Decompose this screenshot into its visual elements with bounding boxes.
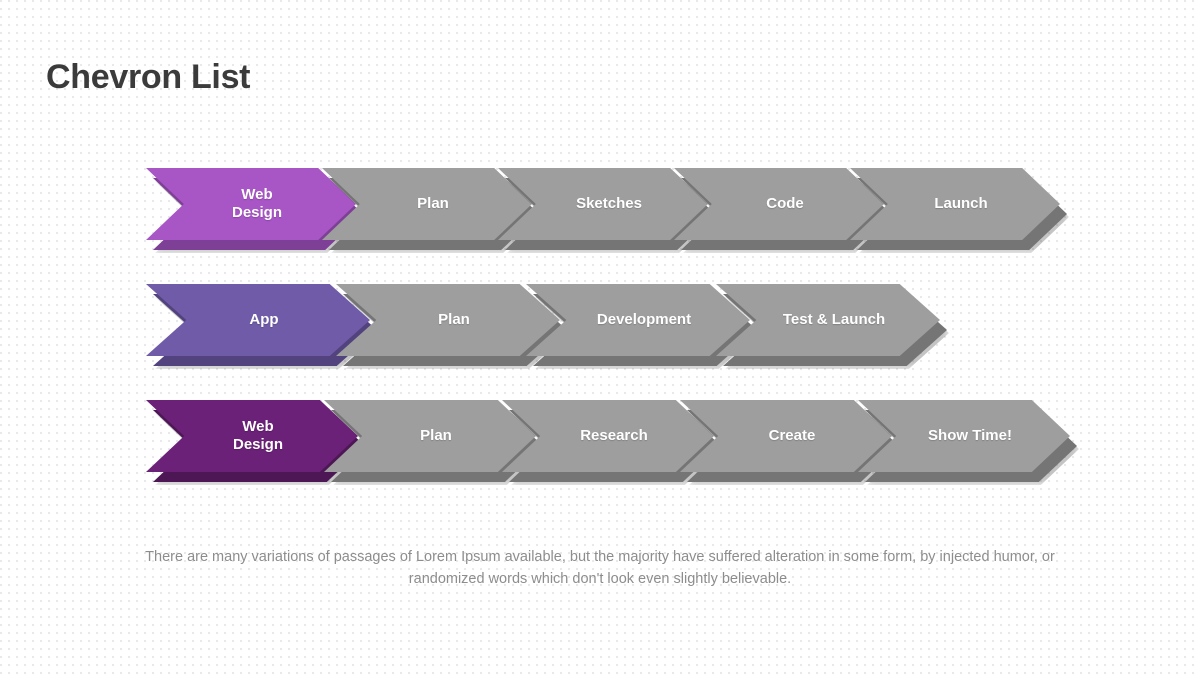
slide-caption: There are many variations of passages of… <box>145 549 1055 587</box>
chevron-step[interactable]: Plan <box>324 400 545 488</box>
chevron-front-face <box>716 284 940 356</box>
chevron-step[interactable]: Test & Launch <box>716 284 949 372</box>
chevron-front-face <box>850 168 1060 240</box>
page-title: Chevron List <box>46 58 251 96</box>
chevron-step[interactable]: Plan <box>336 284 569 372</box>
chevron-step[interactable]: App <box>146 284 379 372</box>
chevron-front-face <box>858 400 1070 472</box>
chevron-step[interactable]: Launch <box>850 168 1069 256</box>
chevron-step[interactable]: Web Design <box>146 400 367 488</box>
chevron-step[interactable]: Show Time! <box>858 400 1079 488</box>
chevron-step[interactable]: Development <box>526 284 759 372</box>
